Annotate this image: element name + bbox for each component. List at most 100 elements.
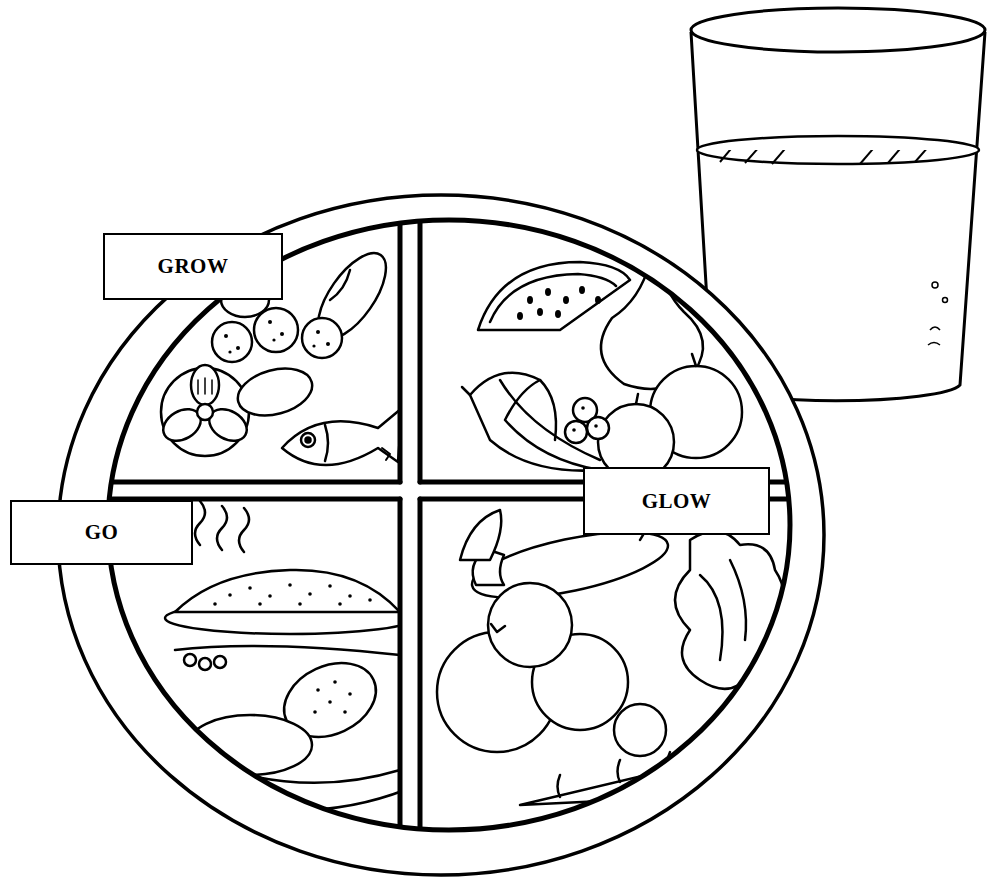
water-glass (720, 136, 936, 164)
grain-foods (268, 594, 272, 598)
water-glass (930, 327, 940, 330)
protein-foods (224, 334, 228, 338)
protein-foods (305, 242, 398, 349)
grain-foods (184, 654, 196, 666)
fruits (537, 308, 543, 316)
grain-foods (338, 602, 342, 606)
grain-foods (175, 646, 400, 655)
grain-foods (199, 658, 211, 670)
fruits (462, 240, 742, 480)
grain-foods (239, 508, 249, 552)
water-glass (943, 298, 948, 303)
fruits (500, 380, 600, 460)
plate-inner-rim (108, 220, 790, 830)
plate-inner-rim (108, 220, 790, 830)
grain-foods (343, 710, 347, 714)
water-glass (915, 138, 936, 162)
grain-foods (333, 680, 337, 684)
grain-foods (328, 700, 332, 704)
protein-foods (236, 346, 240, 350)
protein-foods (312, 344, 315, 347)
fruits (517, 286, 601, 320)
food-group-label-box: GROW (103, 233, 283, 300)
fruits (517, 312, 523, 320)
vegetables (491, 624, 505, 632)
protein-foods (272, 338, 275, 341)
protein-foods (191, 365, 219, 405)
plate-illustration (90, 180, 810, 879)
protein-foods (302, 318, 342, 358)
food-group-label-box: GLOW (583, 467, 770, 535)
protein-foods (382, 448, 390, 460)
protein-foods (212, 322, 252, 362)
fruits (478, 262, 630, 330)
water-glass (928, 282, 948, 345)
protein-foods (301, 433, 315, 447)
water-glass (697, 136, 979, 164)
protein-foods (280, 332, 284, 336)
fruits (572, 406, 598, 432)
grain-foods (200, 760, 400, 783)
grain-foods (213, 602, 217, 606)
water-glass (720, 138, 740, 162)
grain-foods (258, 602, 262, 606)
protein-foods (330, 270, 350, 300)
protein-foods (325, 425, 328, 461)
fruits (659, 242, 681, 251)
fruits (692, 354, 696, 366)
food-group-label-box: GO (10, 500, 193, 565)
water-glass (745, 137, 768, 163)
vegetables (488, 583, 572, 667)
fruits (470, 373, 600, 471)
protein-foods (228, 350, 231, 353)
water-glass (772, 136, 796, 164)
protein-foods (268, 320, 272, 324)
fruits (581, 406, 585, 410)
grain-foods (308, 592, 312, 596)
protein-foods (282, 408, 402, 465)
plate-divider (90, 480, 400, 485)
fruits (587, 417, 609, 439)
protein-foods (233, 361, 318, 423)
water-glass (932, 282, 938, 288)
protein-foods (254, 308, 298, 352)
fruits (540, 380, 556, 440)
grain-foods (175, 570, 400, 612)
grain-foods (248, 586, 252, 590)
grain-foods (328, 584, 332, 588)
fruits (595, 296, 601, 304)
fruits (565, 421, 587, 443)
plate-divider (400, 180, 420, 879)
water-glass (928, 343, 940, 346)
fruits (527, 296, 533, 304)
protein-foods (224, 320, 330, 354)
protein-foods (316, 330, 320, 334)
fruits (594, 424, 598, 428)
vegetables (460, 510, 501, 560)
grain-foods (348, 692, 352, 696)
plate-divider (90, 180, 810, 879)
fruits (655, 240, 659, 262)
vegetables (675, 531, 784, 689)
protein-foods (306, 438, 311, 443)
protein-foods (326, 342, 330, 346)
grain-foods (348, 594, 352, 598)
fruits (490, 274, 616, 322)
vegetables (437, 507, 784, 805)
food-group-label: GLOW (642, 489, 712, 514)
fruits (545, 288, 551, 296)
grain-foods (313, 710, 317, 714)
grain-foods (165, 501, 415, 810)
protein-foods (197, 404, 213, 420)
vegetables (520, 758, 732, 805)
food-group-label: GROW (158, 254, 229, 279)
fruits (462, 387, 470, 395)
fruits (563, 296, 569, 304)
grain-foods (195, 501, 205, 545)
vegetables (726, 757, 766, 790)
grain-foods (313, 680, 352, 714)
fruits (636, 394, 638, 404)
